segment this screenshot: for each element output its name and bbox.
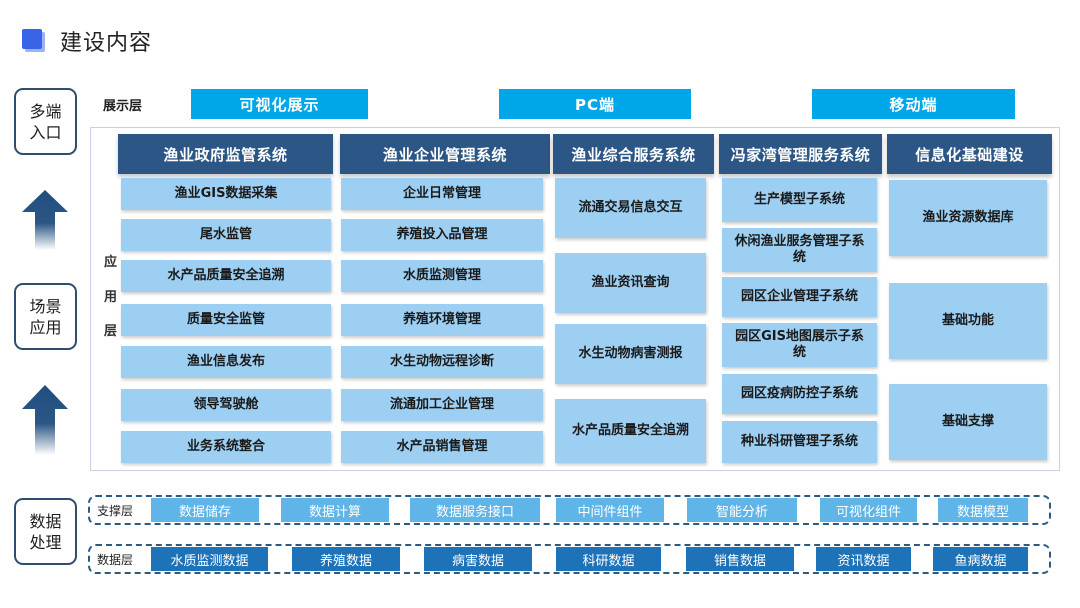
col-header-infra: 信息化基础建设 (887, 134, 1052, 174)
item-remote-diagnosis[interactable]: 水生动物远程诊断 (341, 346, 543, 378)
data-chip-news[interactable]: 资讯数据 (816, 547, 911, 571)
item-sales-management[interactable]: 水产品销售管理 (341, 431, 543, 463)
support-chip-middleware[interactable]: 中间件组件 (556, 498, 664, 522)
application-layer-label-char: 用 (104, 290, 118, 305)
data-chip-disease[interactable]: 病害数据 (424, 547, 532, 571)
application-layer-label-char: 层 (104, 324, 118, 339)
data-layer-label: 数据层 (97, 553, 134, 567)
side-box-data-processing: 数据处理 (14, 498, 77, 565)
title-marker (22, 29, 42, 49)
item-tailwater-supervision[interactable]: 尾水监管 (121, 219, 331, 251)
item-news-query[interactable]: 渔业资讯查询 (555, 253, 706, 313)
item-disease-report[interactable]: 水生动物病害测报 (555, 324, 706, 384)
support-chip-intelligent-analysis[interactable]: 智能分析 (687, 498, 797, 522)
page-title: 建设内容 (60, 31, 153, 56)
item-leisure-fishery[interactable]: 休闲渔业服务管理子系统 (722, 228, 877, 272)
data-chip-fish-disease[interactable]: 鱼病数据 (933, 547, 1028, 571)
data-layer-frame (88, 544, 1051, 574)
col-header-gov-supervision: 渔业政府监管系统 (118, 134, 333, 174)
support-chip-data-model[interactable]: 数据模型 (938, 498, 1028, 522)
data-chip-sales[interactable]: 销售数据 (686, 547, 794, 571)
data-chip-aquaculture[interactable]: 养殖数据 (292, 547, 400, 571)
application-layer-label-char: 应 (104, 255, 118, 270)
item-water-quality-monitoring[interactable]: 水质监测管理 (341, 260, 543, 292)
item-gis-data-collection[interactable]: 渔业GIS数据采集 (121, 178, 331, 210)
entry-mobile[interactable]: 移动端 (812, 89, 1015, 119)
item-system-integration[interactable]: 业务系统整合 (121, 431, 331, 463)
item-quality-traceability[interactable]: 水产品质量安全追溯 (121, 260, 331, 292)
up-arrow-icon (22, 385, 68, 455)
support-chip-service-api[interactable]: 数据服务接口 (410, 498, 540, 522)
support-layer-label: 支撑层 (97, 504, 134, 518)
support-chip-visual-components[interactable]: 可视化组件 (820, 498, 917, 522)
item-info-release[interactable]: 渔业信息发布 (121, 346, 331, 378)
col-header-fengjiawan-service: 冯家湾管理服务系统 (719, 134, 882, 174)
data-chip-water-quality[interactable]: 水质监测数据 (151, 547, 268, 571)
item-quality-supervision[interactable]: 质量安全监管 (121, 304, 331, 336)
item-resource-database[interactable]: 渔业资源数据库 (889, 180, 1047, 256)
item-environment-management[interactable]: 养殖环境管理 (341, 304, 543, 336)
item-park-gis-map[interactable]: 园区GIS地图展示子系统 (722, 323, 877, 367)
item-production-model[interactable]: 生产模型子系统 (722, 178, 877, 222)
data-chip-research[interactable]: 科研数据 (556, 547, 661, 571)
item-basic-functions[interactable]: 基础功能 (889, 283, 1047, 359)
item-basic-support[interactable]: 基础支撑 (889, 384, 1047, 460)
item-trade-info[interactable]: 流通交易信息交互 (555, 178, 706, 238)
item-epidemic-control[interactable]: 园区疫病防控子系统 (722, 374, 877, 414)
item-breeding-research[interactable]: 种业科研管理子系统 (722, 421, 877, 463)
item-input-management[interactable]: 养殖投入品管理 (341, 219, 543, 251)
entry-pc[interactable]: PC端 (499, 89, 691, 119)
item-park-enterprise[interactable]: 园区企业管理子系统 (722, 277, 877, 317)
entry-visualization[interactable]: 可视化展示 (191, 89, 368, 119)
item-processing-enterprise[interactable]: 流通加工企业管理 (341, 389, 543, 421)
item-quality-traceability-service[interactable]: 水产品质量安全追溯 (555, 399, 706, 463)
presentation-layer-label: 展示层 (103, 99, 143, 114)
support-layer-frame (88, 495, 1051, 525)
item-daily-management[interactable]: 企业日常管理 (341, 178, 543, 210)
support-chip-compute[interactable]: 数据计算 (281, 498, 389, 522)
side-box-scenario: 场景应用 (14, 283, 77, 350)
col-header-enterprise-mgmt: 渔业企业管理系统 (340, 134, 550, 174)
item-leader-cockpit[interactable]: 领导驾驶舱 (121, 389, 331, 421)
up-arrow-icon (22, 190, 68, 250)
side-box-multi-entry: 多端入口 (14, 88, 77, 155)
col-header-integrated-service: 渔业综合服务系统 (553, 134, 714, 174)
support-chip-storage[interactable]: 数据储存 (151, 498, 259, 522)
